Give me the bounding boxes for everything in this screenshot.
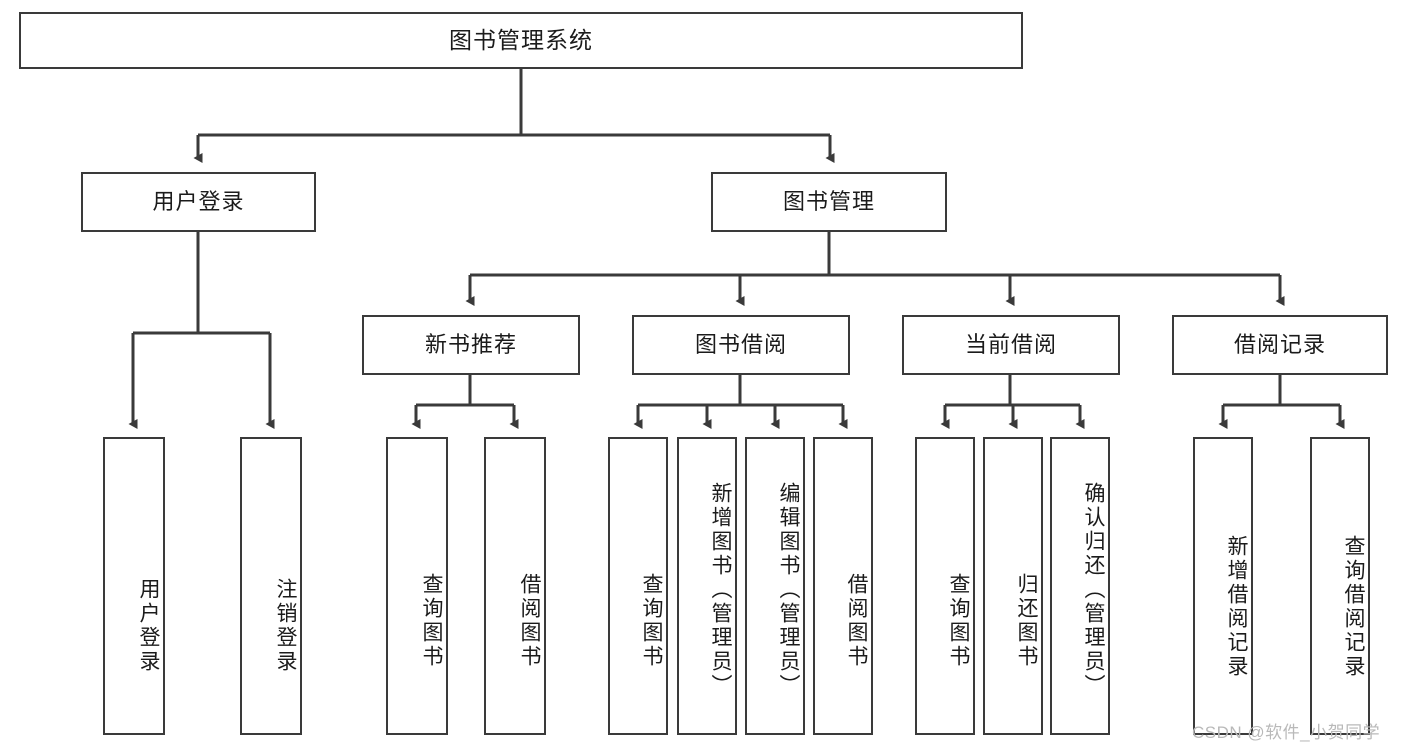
- node-book-borrow-label: 图书借阅: [694, 331, 787, 357]
- leaf-bb-add-book[interactable]: 新增图书（管理员）: [677, 437, 737, 735]
- node-book-manage[interactable]: 图书管理: [711, 172, 947, 232]
- leaf-br-add-record-label: 新增借阅记录: [1225, 535, 1248, 679]
- node-user-login-label: 用户登录: [152, 188, 245, 214]
- leaf-br-add-record[interactable]: 新增借阅记录: [1193, 437, 1253, 735]
- leaf-user-logout-label: 注销登录: [274, 578, 297, 674]
- leaf-br-query-record[interactable]: 查询借阅记录: [1310, 437, 1370, 735]
- node-book-borrow[interactable]: 图书借阅: [632, 315, 850, 375]
- leaf-rec-query-book[interactable]: 查询图书: [386, 437, 448, 735]
- leaf-bb-query-book[interactable]: 查询图书: [608, 437, 668, 735]
- leaf-br-query-record-label: 查询借阅记录: [1342, 535, 1365, 679]
- node-user-login[interactable]: 用户登录: [81, 172, 316, 232]
- csdn-watermark-text: CSDN @软件_小贺同学: [1192, 723, 1381, 742]
- node-new-book-rec-label: 新书推荐: [424, 331, 517, 357]
- leaf-cb-confirm-return-label: 确认归还（管理员）: [1082, 482, 1105, 698]
- leaf-bb-add-book-label: 新增图书（管理员）: [709, 482, 732, 698]
- node-borrow-record-label: 借阅记录: [1233, 331, 1326, 357]
- node-root-label: 图书管理系统: [449, 26, 593, 53]
- leaf-rec-borrow-book-label: 借阅图书: [518, 573, 541, 669]
- leaf-cb-return-book-label: 归还图书: [1015, 573, 1038, 669]
- node-current-borrow-label: 当前借阅: [964, 331, 1057, 357]
- node-root[interactable]: 图书管理系统: [19, 12, 1023, 69]
- csdn-watermark: CSDN @软件_小贺同学: [1192, 718, 1380, 743]
- node-borrow-record[interactable]: 借阅记录: [1172, 315, 1388, 375]
- node-book-manage-label: 图书管理: [782, 188, 875, 214]
- leaf-cb-confirm-return[interactable]: 确认归还（管理员）: [1050, 437, 1110, 735]
- leaf-rec-query-book-label: 查询图书: [420, 573, 443, 669]
- leaf-user-login-label: 用户登录: [137, 578, 160, 674]
- leaf-bb-query-book-label: 查询图书: [640, 573, 663, 669]
- leaf-bb-borrow-book-label: 借阅图书: [845, 573, 868, 669]
- leaf-bb-borrow-book[interactable]: 借阅图书: [813, 437, 873, 735]
- leaf-cb-return-book[interactable]: 归还图书: [983, 437, 1043, 735]
- leaf-user-login[interactable]: 用户登录: [103, 437, 165, 735]
- node-current-borrow[interactable]: 当前借阅: [902, 315, 1120, 375]
- leaf-cb-query-book-label: 查询图书: [947, 573, 970, 669]
- node-new-book-rec[interactable]: 新书推荐: [362, 315, 580, 375]
- leaf-bb-edit-book-label: 编辑图书（管理员）: [777, 482, 800, 698]
- leaf-cb-query-book[interactable]: 查询图书: [915, 437, 975, 735]
- leaf-rec-borrow-book[interactable]: 借阅图书: [484, 437, 546, 735]
- leaf-user-logout[interactable]: 注销登录: [240, 437, 302, 735]
- leaf-bb-edit-book[interactable]: 编辑图书（管理员）: [745, 437, 805, 735]
